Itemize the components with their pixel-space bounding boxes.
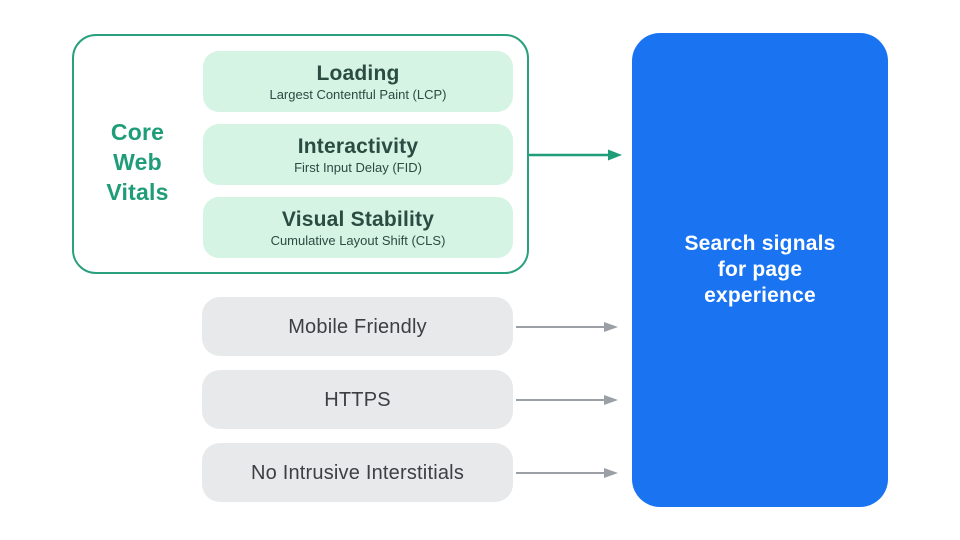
arrow-mobile-friendly-icon <box>516 322 618 332</box>
core-web-vitals-label-line: Vitals <box>106 179 169 205</box>
result-text-line: for page <box>717 258 803 281</box>
arrow-https-icon <box>516 395 618 405</box>
arrow-head <box>604 468 618 478</box>
pill-interactivity-title: Interactivity <box>297 134 419 158</box>
result-text-line: Search signals <box>684 232 836 255</box>
core-web-vitals-label: Core Web Vitals <box>72 117 203 207</box>
arrow-head <box>608 149 622 161</box>
arrow-head <box>604 395 618 405</box>
pill-no-intrusive-interstitials-label: No Intrusive Interstitials <box>250 461 465 484</box>
pill-mobile-friendly: Mobile Friendly <box>202 297 513 356</box>
pill-https-label: HTTPS <box>324 388 391 411</box>
pill-https: HTTPS <box>202 370 513 429</box>
pill-visual-stability-title: Visual Stability <box>281 207 435 231</box>
core-web-vitals-label-line: Core <box>110 119 165 145</box>
search-signals-result-box: Search signals for page experience <box>632 33 888 507</box>
arrow-head <box>604 322 618 332</box>
pill-interactivity: Interactivity First Input Delay (FID) <box>203 124 513 185</box>
pill-no-intrusive-interstitials: No Intrusive Interstitials <box>202 443 513 502</box>
pill-mobile-friendly-label: Mobile Friendly <box>288 315 427 338</box>
arrow-no-intrusive-interstitials-icon <box>516 468 618 478</box>
pill-loading: Loading Largest Contentful Paint (LCP) <box>203 51 513 112</box>
core-web-vitals-label-line: Web <box>113 149 162 175</box>
pill-visual-stability: Visual Stability Cumulative Layout Shift… <box>203 197 513 258</box>
result-text-line: experience <box>704 284 816 307</box>
pill-interactivity-subtitle: First Input Delay (FID) <box>294 159 422 175</box>
search-signals-result-text: Search signals for page experience <box>684 231 835 309</box>
arrow-core-web-vitals-icon <box>529 149 622 161</box>
pill-loading-title: Loading <box>316 61 400 85</box>
pill-loading-subtitle: Largest Contentful Paint (LCP) <box>269 86 447 102</box>
pill-visual-stability-subtitle: Cumulative Layout Shift (CLS) <box>270 232 446 248</box>
